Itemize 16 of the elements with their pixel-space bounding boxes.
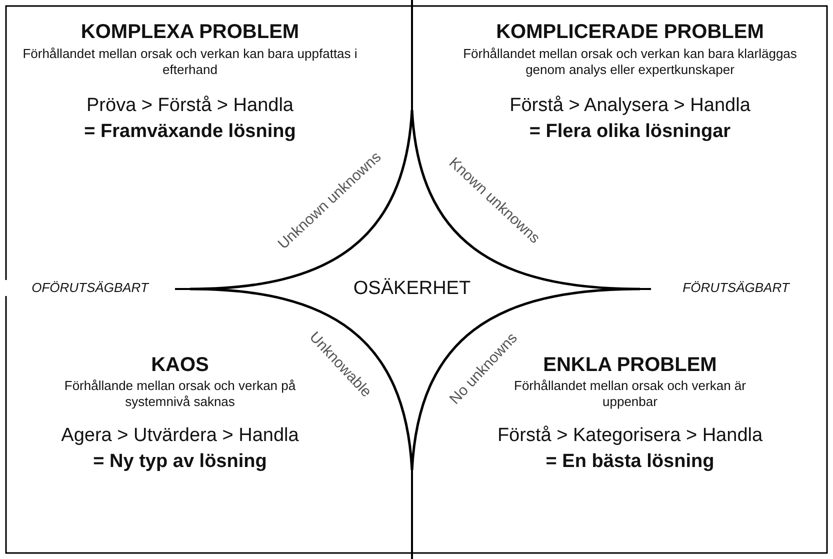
description: Förhållandet mellan orsak och verkan kan bara klarläggas genom analys eller expertkunskaper (462, 46, 798, 78)
heading: KOMPLEXA PROBLEM (80, 20, 300, 44)
description: Förhållande mellan orsak och verkan på systemnivå saknas (63, 378, 297, 410)
solution-text: = En bästa lösning (544, 451, 716, 474)
heading: KOMPLICERADE PROBLEM (495, 20, 765, 44)
process-steps: Förstå > Analysera > Handla (450, 95, 810, 118)
process-steps: Förstå > Kategorisera > Handla (450, 425, 810, 448)
process-steps: Pröva > Förstå > Handla (10, 95, 370, 118)
heading: KAOS (150, 353, 210, 377)
description: Förhållandet mellan orsak och verkan kan bara uppfattas i efterhand (22, 46, 358, 78)
process-steps: Agera > Utvärdera > Handla (0, 425, 360, 448)
solution-text: = Flera olika lösningar (528, 121, 732, 144)
description: Förhållandet mellan orsak och verkan är uppenbar (514, 378, 747, 410)
solution-text: = Framväxande lösning (83, 121, 297, 144)
center-label: OSÄKERHET (352, 278, 472, 301)
solution-text: = Ny typ av lösning (92, 451, 268, 474)
